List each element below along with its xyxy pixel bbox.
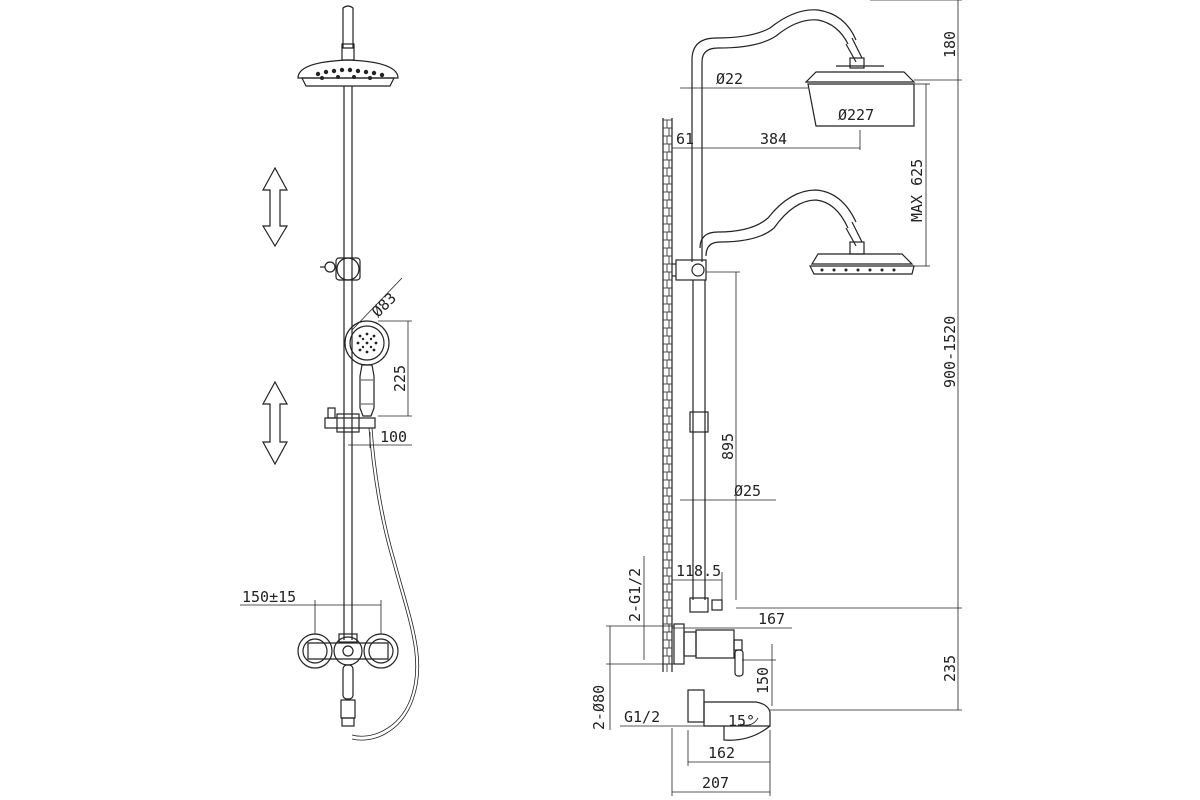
dim-pipe-diameter-lower-label: Ø25 xyxy=(734,482,761,500)
pipe-top xyxy=(342,5,354,49)
dim-head-diameter-label: Ø227 xyxy=(838,106,874,124)
dim-handshower-height: 225 xyxy=(378,320,412,417)
dim-flange: 2-Ø80 xyxy=(590,625,674,730)
dim-total-height-lines xyxy=(736,0,962,711)
dim-handshower-height-label: 225 xyxy=(391,365,409,392)
dim-spout-height: 150 xyxy=(742,644,776,706)
dim-connection-label: 2-G1/2 xyxy=(626,568,644,622)
dim-spout-angle-label: 15° xyxy=(728,712,755,730)
dim-spout-thread-label: G1/2 xyxy=(624,708,660,726)
dim-arm-reach: 61 384 xyxy=(672,130,861,150)
dim-flange-label: 2-Ø80 xyxy=(590,685,608,730)
dim-depth: 207 xyxy=(671,728,771,796)
dim-top-height-label: 180 xyxy=(941,31,959,58)
mixer-valve xyxy=(297,633,399,727)
dim-arm-reach-label: 384 xyxy=(760,130,787,148)
dim-head-travel-label: MAX 625 xyxy=(908,159,926,222)
dim-head-travel: MAX 625 xyxy=(908,83,930,267)
dim-spout-reach-label: 162 xyxy=(708,744,735,762)
front-view: Ø83 225 100 150±15 xyxy=(240,5,420,741)
dim-pipe-diameter-top-label: Ø22 xyxy=(716,70,743,88)
dim-slide-length: 895 xyxy=(706,271,740,600)
pipe-wall-bracket xyxy=(672,259,707,281)
dim-holder-offset-label: 100 xyxy=(380,428,407,446)
pipe-bracket xyxy=(320,257,361,281)
dim-valve-offset-label: 118.5 xyxy=(676,562,721,580)
shower-hose xyxy=(351,427,417,737)
dim-spout-height-label: 150 xyxy=(754,667,772,694)
dim-spout-thread: G1/2 15° xyxy=(620,708,755,730)
side-view: 180 900-1520 235 Ø22 Ø227 MAX 625 61 384… xyxy=(590,0,962,796)
lower-pipe xyxy=(689,280,709,613)
handshower-holder xyxy=(324,407,376,433)
dim-holder-offset: 100 xyxy=(348,428,412,448)
dim-valve-offset: 118.5 xyxy=(672,562,723,600)
up-down-arrow-icon xyxy=(261,380,289,466)
dim-total-height-label: 900-1520 xyxy=(941,316,959,388)
wall-section xyxy=(662,118,673,672)
dim-head-diameter: Ø227 xyxy=(816,106,910,127)
dim-slide-length-label: 895 xyxy=(719,433,737,460)
shower-head-bottom xyxy=(809,253,915,275)
dim-valve-reach-label: 167 xyxy=(758,610,785,628)
dim-pipe-diameter-top: Ø22 xyxy=(680,70,808,89)
shower-arm-top xyxy=(691,9,865,262)
dim-spout-reach: 162 xyxy=(687,730,771,766)
dim-depth-label: 207 xyxy=(702,774,729,792)
shower-arm-bottom xyxy=(699,189,865,257)
rain-shower-head xyxy=(297,43,399,87)
hand-shower xyxy=(344,320,390,417)
dim-handshower-diameter: Ø83 xyxy=(351,277,403,331)
spout xyxy=(687,689,771,741)
dim-valve-reach: 167 xyxy=(672,610,792,629)
dim-handshower-diameter-label: Ø83 xyxy=(368,289,400,321)
dim-pipe-diameter-lower: Ø25 xyxy=(680,482,776,501)
shower-head-top xyxy=(804,65,916,127)
dim-valve-height-label: 235 xyxy=(941,655,959,682)
up-down-arrow-icon xyxy=(261,166,289,248)
dim-connection: 2-G1/2 xyxy=(626,556,645,660)
dim-inlet-spacing: 150±15 xyxy=(240,588,382,634)
dim-wall-offset-label: 61 xyxy=(676,130,694,148)
main-pipe xyxy=(343,86,353,640)
mixer-valve-side xyxy=(673,599,744,677)
dim-inlet-spacing-label: 150±15 xyxy=(242,588,296,606)
